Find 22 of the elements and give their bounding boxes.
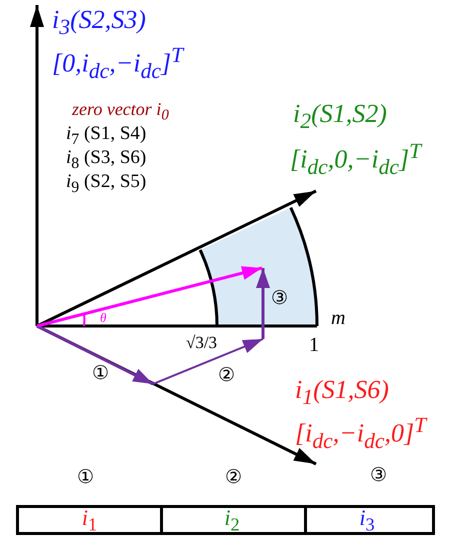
vector-matrix: [i$_{dc}$,0,−i$_{dc}$]$^{T}$ [290,140,422,180]
step-number: ① [77,468,94,489]
sequence-cell: i$_{1}$ [16,505,163,535]
vector-label: i$_{1}$(S1,S6) [295,376,389,410]
angle-label: θ [100,311,106,326]
axis-label: m [331,307,346,329]
vector-label: i$_{3}$(S2,S3) [52,6,146,40]
zero-vector-label: i$_{9}$ (S2, S5) [66,172,146,196]
step-number: ③ [271,289,288,310]
vector-matrix: [0,i$_{dc}$,−i$_{dc}$]$^{T}$ [52,44,184,84]
tick-label: √3/3 [186,334,218,353]
zero-vector-label: i$_{7}$ (S1, S4) [66,124,146,148]
vector-matrix: [i$_{dc}$,−i$_{dc}$,0]$^{T}$ [295,414,426,454]
tick-label: 1 [309,334,319,356]
step-number: ② [218,366,235,387]
zero-vector-label: zero vector i$_{0}$ [72,100,169,124]
step-number: ③ [370,466,387,487]
step-number: ① [92,364,109,385]
vector-label: i$_{2}$(S1,S2) [293,100,387,134]
sequence-cell: i$_{2}$ [160,505,307,535]
zero-vector-label: i$_{8}$ (S3, S6) [66,148,146,172]
step-number: ② [225,468,242,489]
